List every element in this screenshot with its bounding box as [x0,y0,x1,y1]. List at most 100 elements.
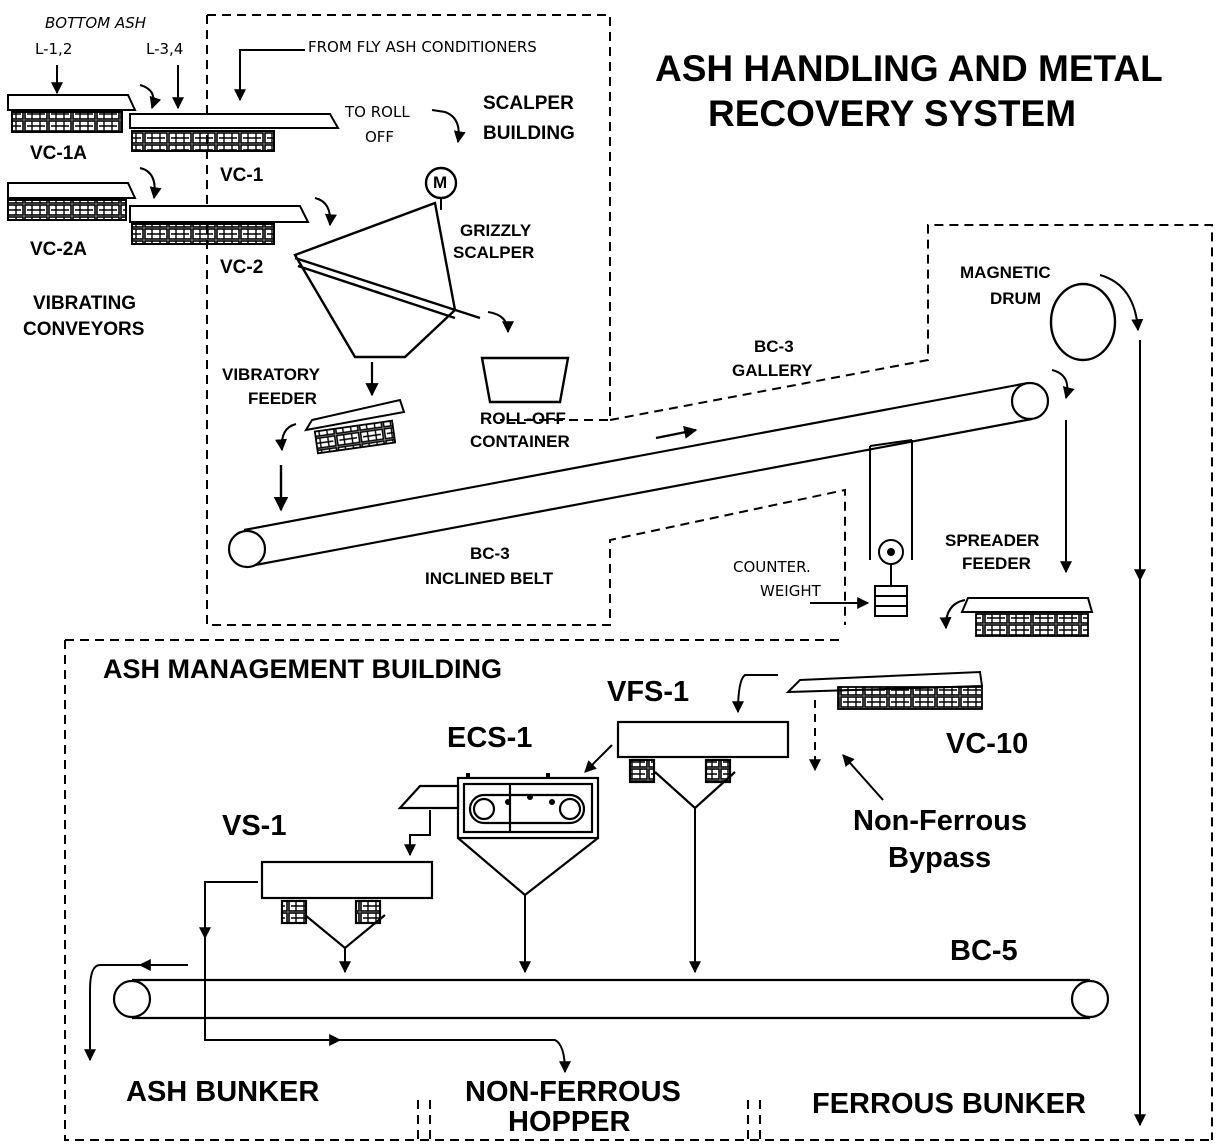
bc3-direction-arrow [655,425,698,440]
vc10-springs [837,686,983,710]
vibratory-feeder-label-2: FEEDER [248,389,317,408]
rolloff-label-1: ROLL-OFF [480,409,566,428]
grizzly-label-2: SCALPER [453,243,535,262]
counter-weight-label-2: WEIGHT [760,582,821,600]
headpulley-curl-arrow [1051,369,1075,400]
magnetic-drum-label-2: DRUM [990,289,1041,308]
ecs1-label: ECS-1 [447,722,533,754]
scalper-to-rolloff-arrow [487,311,514,334]
motor-label: M [433,173,448,192]
vs1-label: VS-1 [222,810,287,842]
non-ferrous-bypass-label-1: Non-Ferrous [853,805,1027,837]
spreader-curl-arrow [939,599,966,630]
to-roll-off-label-1: TO ROLL [345,103,410,121]
vc2a-to-vc2-arrow [139,167,162,200]
vc1a-label: VC-1A [30,143,88,164]
vc1a-to-vc1-arrow [139,84,162,110]
vs1-to-nf-hopper [204,938,571,1074]
nf-hopper-divider-right [747,1100,761,1140]
scalper-building-outline-lower [206,15,846,626]
vc2-to-scalper-arrow [314,197,337,227]
ecs1-pulley-left [472,797,496,821]
bc5-label: BC-5 [950,935,1018,967]
grizzly-label-1: GRIZZLY [460,221,532,240]
counter-weight-block [874,585,908,617]
vs1-box [260,860,434,900]
ash-bunker-label: ASH BUNKER [126,1076,320,1108]
grizzly-deck [294,256,481,320]
bottom-ash-label: BOTTOM ASH [45,14,147,32]
vc10-to-vfs1-arrow [732,674,778,714]
diagram-title-line2: RECOVERY SYSTEM [708,93,1077,134]
spreader-feeder-label-1: SPREADER [945,531,1040,550]
nf-hopper-label-1: NON-FERROUS [465,1076,681,1108]
l12-label: L-1,2 [35,40,73,58]
ferrous-bunker-label: FERROUS BUNKER [812,1088,1086,1120]
ecs1-hopper [457,837,599,897]
vibrating-conveyors-label-1: VIBRATING [33,293,137,314]
vibratory-feeder-springs [313,419,397,455]
bc3-head-pulley [1010,381,1050,421]
ecs1-pulley-right [558,797,582,821]
vs1-overs-line [204,881,258,930]
vc2-label: VC-2 [220,257,264,278]
rolloff-label-2: CONTAINER [470,432,570,451]
feeder-curl-arrow [275,423,297,452]
ecs1-chute [397,784,460,810]
ecs1-belt [468,793,586,825]
spreader-feeder-springs [975,613,1089,637]
spreader-feeder-label-2: FEEDER [962,554,1031,573]
magnetic-drum-label-1: MAGNETIC [960,263,1051,282]
vc10-label: VC-10 [946,728,1029,760]
ash-management-building-label: ASH MANAGEMENT BUILDING [103,654,502,684]
rolloff-container-icon [480,356,570,404]
diagram-title-line1: ASH HANDLING AND METAL [655,48,1163,89]
scalper-building-outline [207,14,611,421]
cw-top-bar [869,439,913,447]
scalper-building-label-2: BUILDING [483,123,575,144]
counter-weight-label-1: COUNTER. [733,558,811,576]
bc3-gallery-label-2: GALLERY [732,361,813,380]
vibratory-feeder-pan [304,398,406,432]
nf-hopper-divider-left [417,1100,431,1140]
vfs1-spring-l [628,758,656,784]
bc3-belt-bottom [249,417,1033,568]
vc2a-label: VC-2A [30,239,88,260]
vc1-label: VC-1 [220,165,264,186]
nf-hopper-label-2: HOPPER [508,1106,631,1138]
l34-label: L-3,4 [146,40,184,58]
grizzly-scalper [293,201,457,359]
fly-ash-arrow [234,49,305,102]
bc3-belt-label-1: BC-3 [470,544,510,563]
ash-management-building-outline [64,640,1212,1141]
drum-curl-arrow [1099,274,1144,332]
vfs1-box [616,720,790,759]
vc1-springs [131,130,275,152]
bc3-tail-pulley [227,529,267,569]
to-roll-off-label-2: OFF [365,128,395,146]
to-rolloff-arrow [431,109,466,144]
vc2a-springs [7,199,127,221]
vfs1-spring-r [704,758,732,784]
spreader-feeder-pan [960,597,1094,613]
bc5-head-pulley [1070,979,1110,1019]
vc2a-pan [7,182,137,199]
bc3-belt-label-2: INCLINED BELT [425,569,554,588]
ecs1-frame-inner [462,782,594,834]
bc3-gallery-outline [609,224,1213,1140]
bc5-tail-pulley [112,979,152,1019]
vibratory-feeder-label-1: VIBRATORY [222,365,320,384]
vfs1-label: VFS-1 [607,676,690,708]
cw-pulley-hub [887,548,895,556]
vc2-pan [129,205,310,223]
vc1a-pan [7,94,137,111]
bc3-belt-top [243,381,1029,532]
grizzly-deck-2 [297,264,456,320]
non-ferrous-bypass-label-2: Bypass [888,842,992,874]
ecs1-to-vs1-arrow [404,810,431,857]
vc1-pan [129,113,340,129]
magnetic-drum-icon [1049,282,1117,362]
nf-bypass-pointer [842,754,884,801]
vs1-spring-r [354,899,382,925]
vs1-spring-l [280,899,308,925]
